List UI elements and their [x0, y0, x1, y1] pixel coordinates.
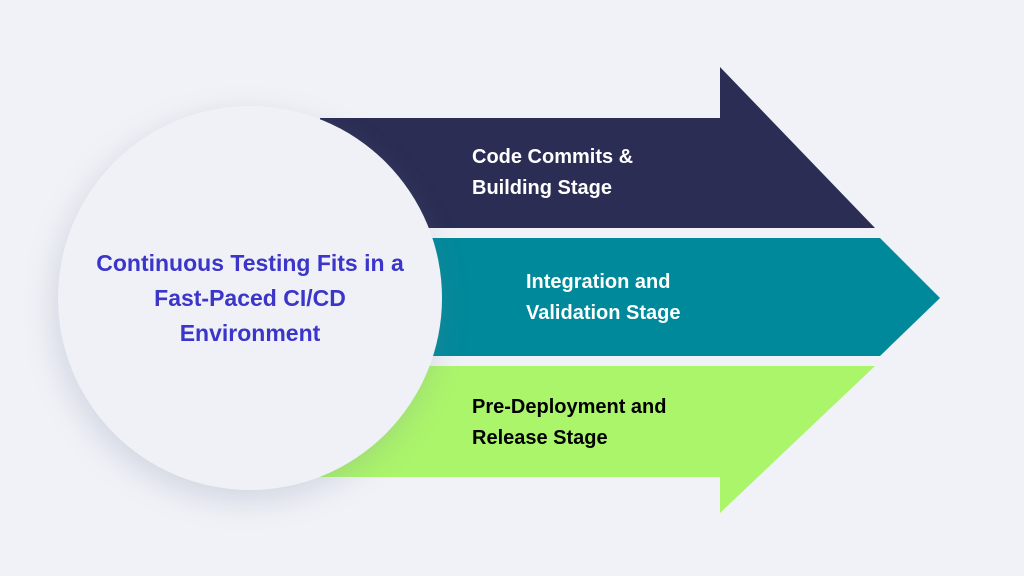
- stage-label-line: Release Stage: [472, 427, 608, 449]
- stage-label-line: Code Commits &: [472, 146, 634, 168]
- stage-label-line: Pre-Deployment and: [472, 396, 667, 418]
- stage-label-line: Building Stage: [472, 177, 612, 199]
- stage-label-line: Integration and: [526, 271, 671, 293]
- stage-label-line: Validation Stage: [526, 302, 681, 324]
- stage-arrow-release: [320, 366, 875, 513]
- title-circle: Continuous Testing Fits in a Fast-Paced …: [58, 106, 442, 490]
- stage-label-release: Pre-Deployment and Release Stage: [472, 392, 666, 454]
- stage-arrow-build: [320, 67, 875, 228]
- stage-arrow-integration: [430, 238, 940, 356]
- stage-label-build: Code Commits & Building Stage: [472, 142, 633, 204]
- diagram-title: Continuous Testing Fits in a Fast-Paced …: [96, 249, 404, 346]
- stage-label-integration: Integration and Validation Stage: [526, 267, 680, 329]
